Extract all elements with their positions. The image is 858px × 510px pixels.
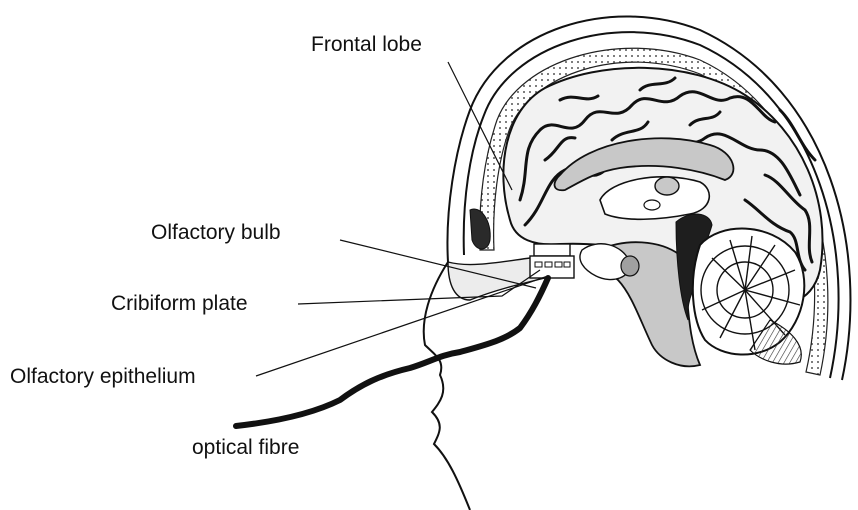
cribriform-plate-shape: [530, 256, 574, 278]
label-olfactory-bulb: Olfactory bulb: [151, 222, 281, 243]
cerebellum: [693, 229, 804, 365]
label-frontal-lobe: Frontal lobe: [311, 34, 422, 55]
olfactory-bulb-shape: [534, 244, 570, 256]
label-olfactory-epithelium: Olfactory epithelium: [10, 366, 196, 387]
label-optical-fibre: optical fibre: [192, 437, 299, 458]
label-cribriform-plate: Cribiform plate: [111, 293, 248, 314]
leader-olfactory-epithelium: [256, 276, 548, 376]
